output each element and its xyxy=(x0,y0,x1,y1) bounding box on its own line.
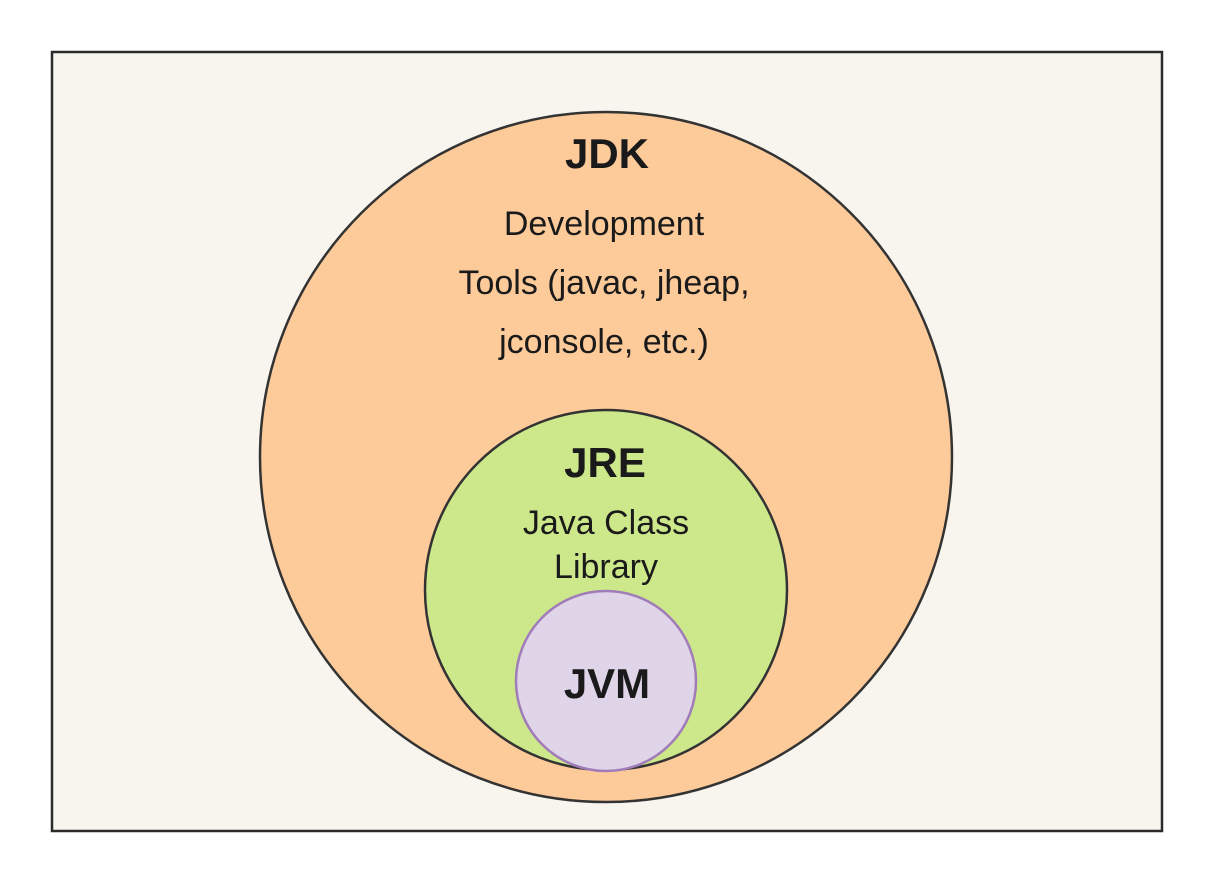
jre-description-line-2: Library xyxy=(554,548,658,586)
jdk-description-line-3: jconsole, etc.) xyxy=(498,323,709,361)
jre-description-line-1: Java Class xyxy=(523,504,689,542)
jdk-description-line-1: Development xyxy=(504,205,705,243)
jre-title: JRE xyxy=(564,439,646,486)
jvm-title: JVM xyxy=(564,660,650,707)
jvm-circle xyxy=(514,589,698,773)
jdk-title: JDK xyxy=(565,130,649,177)
jdk-description-line-2: Tools (javac, jheap, xyxy=(458,264,749,302)
